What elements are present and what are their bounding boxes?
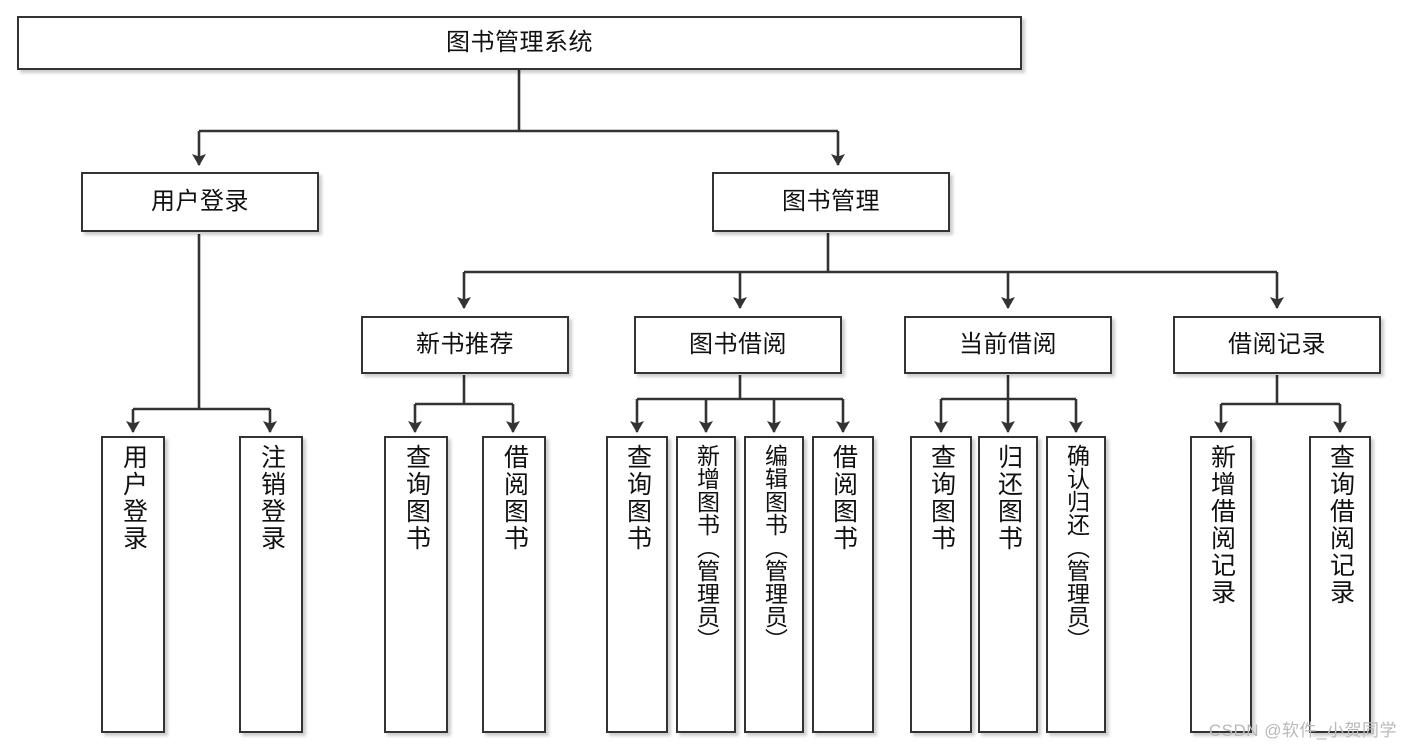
- node-leaf-query-book-2-label: 查询图书: [623, 444, 652, 552]
- node-user-login[interactable]: 用户登录: [81, 172, 319, 232]
- node-borrow-record-label: 借阅记录: [1228, 330, 1326, 358]
- node-leaf-edit-book[interactable]: 编辑图书（管理员）: [744, 436, 804, 733]
- node-leaf-confirm-return-label: 确认归还（管理员）: [1063, 444, 1090, 651]
- node-leaf-user-login[interactable]: 用户登录: [101, 436, 165, 733]
- node-current-borrow[interactable]: 当前借阅: [904, 316, 1112, 374]
- node-new-book-rec-label: 新书推荐: [416, 330, 514, 358]
- node-leaf-query-record[interactable]: 查询借阅记录: [1309, 436, 1371, 733]
- node-leaf-query-book-3[interactable]: 查询图书: [910, 436, 972, 733]
- node-leaf-add-record[interactable]: 新增借阅记录: [1190, 436, 1252, 733]
- node-book-borrow[interactable]: 图书借阅: [634, 316, 842, 374]
- node-leaf-query-book-2[interactable]: 查询图书: [606, 436, 668, 733]
- node-leaf-add-book-label: 新增图书（管理员）: [693, 444, 720, 651]
- node-borrow-record[interactable]: 借阅记录: [1173, 316, 1381, 374]
- csdn-watermark: CSDN @软件_小贺同学: [1208, 721, 1397, 740]
- node-leaf-edit-book-label: 编辑图书（管理员）: [761, 444, 788, 651]
- node-leaf-add-record-label: 新增借阅记录: [1207, 444, 1236, 606]
- node-leaf-user-logout[interactable]: 注销登录: [239, 436, 303, 733]
- node-book-manage[interactable]: 图书管理: [712, 172, 950, 232]
- node-root-label: 图书管理系统: [446, 28, 593, 56]
- node-user-login-label: 用户登录: [151, 187, 249, 215]
- node-leaf-return-book-label: 归还图书: [994, 444, 1023, 552]
- node-book-borrow-label: 图书借阅: [689, 330, 787, 358]
- node-current-borrow-label: 当前借阅: [959, 330, 1057, 358]
- node-leaf-query-book-3-label: 查询图书: [927, 444, 956, 552]
- node-leaf-borrow-book-2-label: 借阅图书: [829, 444, 858, 552]
- node-leaf-confirm-return[interactable]: 确认归还（管理员）: [1046, 436, 1106, 733]
- node-leaf-query-book-1-label: 查询图书: [402, 444, 431, 552]
- node-leaf-borrow-book-1-label: 借阅图书: [500, 444, 529, 552]
- node-leaf-user-login-label: 用户登录: [119, 444, 148, 552]
- node-root[interactable]: 图书管理系统: [17, 16, 1022, 70]
- node-new-book-rec[interactable]: 新书推荐: [361, 316, 569, 374]
- node-leaf-return-book[interactable]: 归还图书: [978, 436, 1038, 733]
- node-leaf-borrow-book-2[interactable]: 借阅图书: [812, 436, 874, 733]
- node-leaf-query-book-1[interactable]: 查询图书: [384, 436, 448, 733]
- node-leaf-query-record-label: 查询借阅记录: [1326, 444, 1355, 606]
- node-leaf-add-book[interactable]: 新增图书（管理员）: [676, 436, 736, 733]
- node-leaf-borrow-book-1[interactable]: 借阅图书: [482, 436, 546, 733]
- node-leaf-user-logout-label: 注销登录: [257, 444, 286, 552]
- node-book-manage-label: 图书管理: [782, 187, 880, 215]
